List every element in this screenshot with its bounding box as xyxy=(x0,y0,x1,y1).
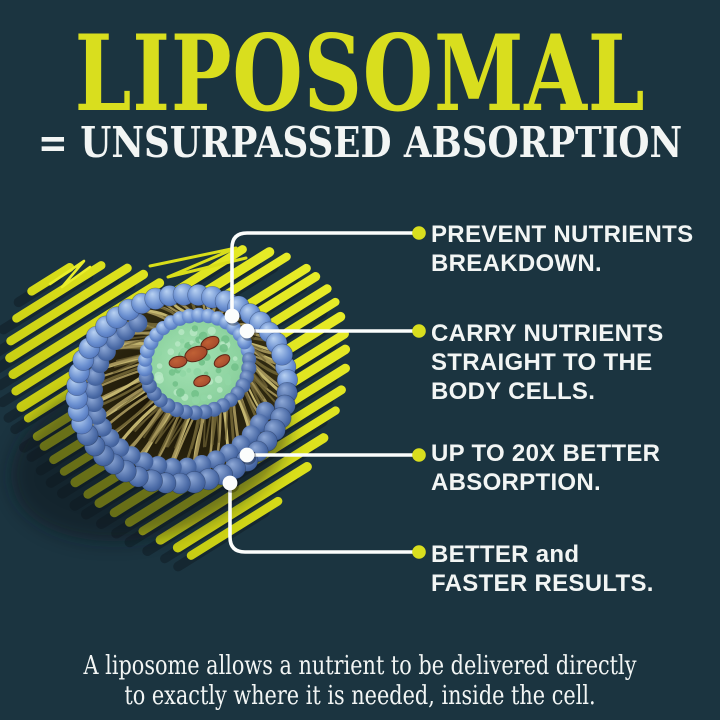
callout-text-line: BREAKDOWN. xyxy=(431,250,602,277)
bullet-dot-3 xyxy=(412,448,426,462)
bullet-dot-2 xyxy=(412,324,426,338)
liposome-diagram xyxy=(11,283,298,542)
anchor-dot-1 xyxy=(224,308,240,324)
bullet-dot-4 xyxy=(412,545,426,559)
footer-caption: A liposome allows a nutrient to be deliv… xyxy=(83,651,637,711)
callout-text-line: ABSORPTION. xyxy=(431,469,601,496)
callout-better-absorption: UP TO 20X BETTER ABSORPTION. xyxy=(431,439,660,497)
callout-carry-nutrients: CARRY NUTRIENTS STRAIGHT TO THE BODY CEL… xyxy=(431,319,664,406)
bullet-dot-1 xyxy=(412,226,426,240)
callout-text-line: BODY CELLS. xyxy=(431,378,596,405)
footer-caption-line: A liposome allows a nutrient to be deliv… xyxy=(83,651,637,681)
footer-caption-line: to exactly where it is needed, inside th… xyxy=(124,680,596,711)
callout-line-1 xyxy=(230,231,421,318)
page-title: LIPOSOMAL xyxy=(74,11,646,135)
callout-connectors xyxy=(222,226,426,559)
callout-text-line: BETTER and xyxy=(431,541,580,568)
anchor-dot-2 xyxy=(239,323,255,339)
anchor-dot-3 xyxy=(239,447,255,463)
callout-prevent-breakdown: PREVENT NUTRIENTS BREAKDOWN. xyxy=(431,220,693,278)
callout-text-line: CARRY NUTRIENTS xyxy=(431,320,664,347)
callout-text-line: STRAIGHT TO THE xyxy=(431,349,653,376)
callout-text-line: PREVENT NUTRIENTS xyxy=(431,221,694,248)
anchor-dot-4 xyxy=(222,475,238,491)
callout-line-4 xyxy=(228,481,421,554)
page-subtitle: = UNSURPASSED ABSORPTION xyxy=(37,118,683,167)
callout-text-line: FASTER RESULTS. xyxy=(431,570,654,597)
callout-faster-results: BETTER and FASTER RESULTS. xyxy=(431,540,654,598)
callout-text-line: UP TO 20X BETTER xyxy=(431,440,661,467)
